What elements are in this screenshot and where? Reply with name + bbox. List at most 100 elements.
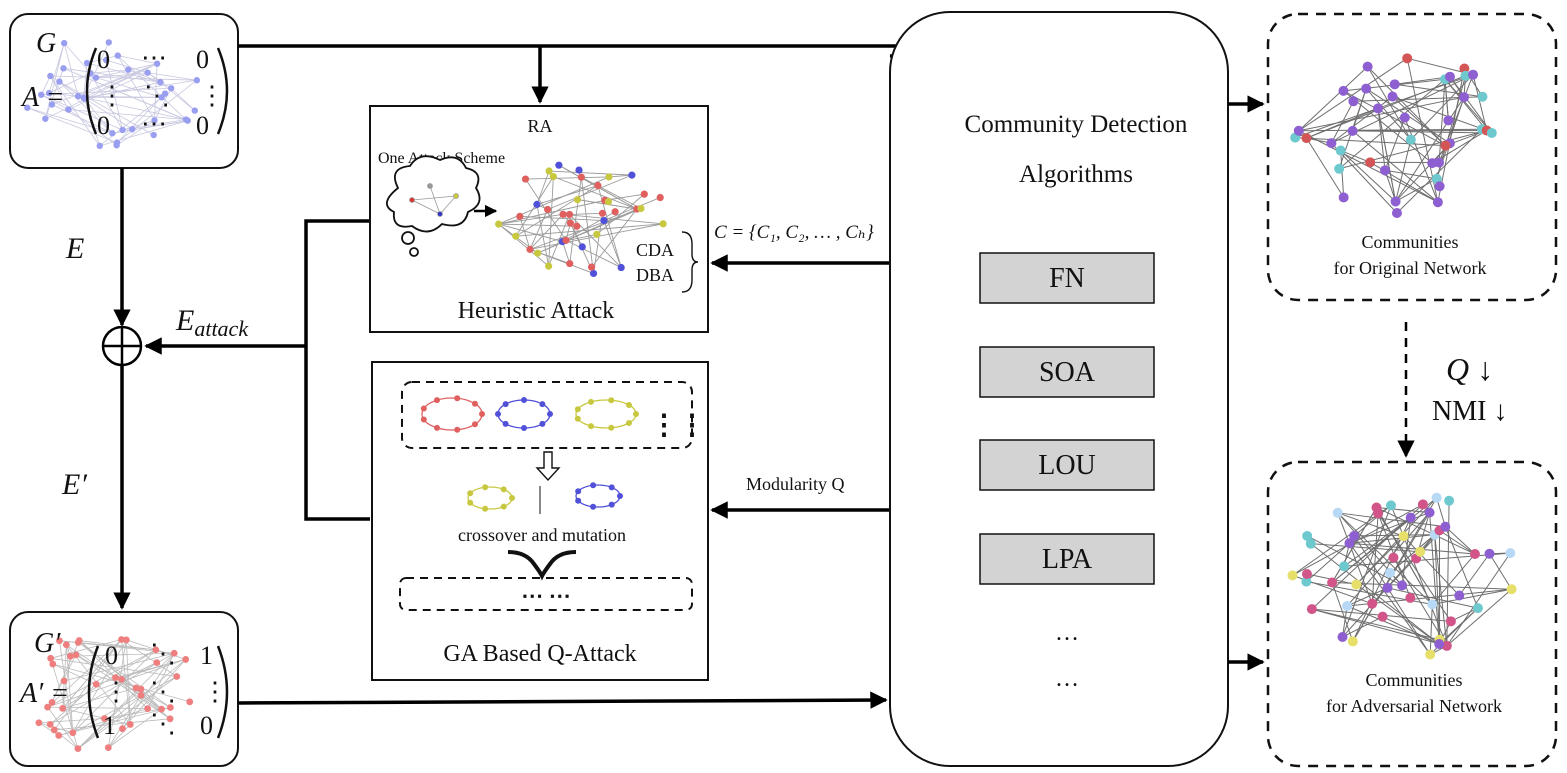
- network-node: [512, 232, 520, 240]
- network-node: [1432, 197, 1443, 208]
- network-node: [1348, 96, 1359, 107]
- adversarial-communities-line1: Communities: [1365, 670, 1462, 690]
- network-node: [35, 719, 43, 727]
- edge-set-label: E: [65, 232, 84, 265]
- random-attack-label: RA: [527, 116, 552, 136]
- network-node: [167, 85, 175, 92]
- network-node: [83, 59, 91, 67]
- network-node: [151, 117, 158, 124]
- network-node: [92, 680, 100, 688]
- original-matrix-cells: 0 ⋯ 0 ⋮ ⋱ ⋮ 0 ⋯ 0: [97, 43, 225, 140]
- network-node: [1344, 538, 1355, 549]
- network-node: [132, 684, 140, 692]
- merge-brace-icon: [507, 550, 577, 581]
- network-node: [577, 173, 585, 181]
- network-node: [1335, 145, 1346, 156]
- matrix-left-paren: [85, 47, 98, 135]
- detection-title-line1: Community Detection: [965, 111, 1188, 138]
- network-node: [640, 190, 648, 198]
- original-communities-graph: [1290, 53, 1497, 218]
- network-node: [72, 651, 80, 659]
- network-node: [526, 245, 534, 253]
- network-node: [1441, 640, 1452, 651]
- offspring-box: [399, 577, 693, 611]
- network-node: [101, 715, 108, 722]
- network-node: [1469, 549, 1480, 560]
- network-node: [1434, 181, 1445, 192]
- network-node: [50, 726, 58, 734]
- ga-attack-title: GA Based Q-Attack: [443, 641, 636, 667]
- matrix-cell: ⋱: [150, 709, 176, 738]
- matrix-cell: 0: [196, 45, 209, 74]
- matrix-cell: 1: [103, 711, 116, 740]
- attack-merge-bracket: [304, 219, 370, 521]
- population-box: [401, 381, 693, 449]
- network-node: [516, 212, 524, 220]
- matrix-cell: 1: [200, 641, 213, 670]
- network-node: [1362, 61, 1373, 72]
- network-node: [1472, 603, 1483, 614]
- network-node: [573, 222, 581, 230]
- matrix-cell: ⋮: [199, 81, 225, 110]
- network-node: [1339, 561, 1350, 572]
- algorithm-soa: SOA: [979, 346, 1155, 398]
- network-node: [600, 216, 608, 225]
- matrix-right-paren: [216, 645, 229, 739]
- network-node: [60, 39, 68, 47]
- matrix-cell: ⋮: [99, 81, 125, 110]
- network-node: [1431, 173, 1442, 184]
- network-node: [1477, 91, 1488, 102]
- network-node: [48, 698, 56, 706]
- network-node: [533, 200, 541, 209]
- network-node: [1405, 512, 1416, 523]
- matrix-left-paren: [87, 645, 100, 739]
- network-node: [1387, 91, 1398, 102]
- network-node: [1391, 207, 1402, 218]
- adversarial-communities-panel: Communities for Adversarial Network: [1266, 460, 1558, 768]
- network-node: [1434, 639, 1445, 650]
- network-node: [102, 56, 110, 64]
- network-node: [1440, 140, 1451, 151]
- network-node: [1444, 71, 1455, 82]
- network-node: [173, 673, 181, 680]
- network-node: [65, 106, 72, 113]
- matrix-cell: ⋱: [144, 81, 170, 110]
- network-node: [112, 674, 119, 682]
- network-node: [1425, 649, 1436, 660]
- adversarial-communities-graph: [1287, 492, 1517, 660]
- chromosome: [575, 482, 623, 510]
- network-node: [152, 646, 160, 654]
- network-node: [1382, 582, 1393, 593]
- detection-title-line2: Algorithms: [1019, 161, 1133, 188]
- network-node: [1367, 598, 1378, 609]
- network-node: [161, 90, 169, 97]
- network-node: [67, 652, 74, 660]
- network-node: [1454, 590, 1465, 601]
- network-node: [1380, 165, 1391, 176]
- network-node: [1301, 568, 1312, 579]
- network-node: [594, 181, 602, 190]
- network-node: [578, 243, 586, 251]
- network-node: [1337, 632, 1348, 643]
- heuristic-attack-graph: [495, 161, 667, 278]
- matrix-cell: ⋱: [150, 677, 176, 706]
- more-algorithms-2: …: [1055, 666, 1079, 692]
- network-node: [47, 654, 55, 662]
- network-node: [1385, 500, 1396, 511]
- matrix-cell: ⋱: [150, 639, 176, 668]
- chromosome: [467, 484, 515, 512]
- network-node: [126, 721, 134, 728]
- network-node: [153, 60, 161, 67]
- network-node: [49, 660, 57, 668]
- network-node: [170, 649, 178, 657]
- adversarial-matrix-cells: 0 ⋱ 1 ⋮ ⋱ ⋮ 1 ⋱ 0: [103, 639, 228, 740]
- network-node: [48, 101, 56, 108]
- network-node: [1342, 601, 1353, 612]
- network-node: [1444, 495, 1455, 506]
- communities-set-label: C = {C₁, C₂, … , Cₕ}: [714, 222, 874, 243]
- network-node: [1405, 592, 1416, 603]
- network-node: [1326, 138, 1337, 149]
- network-node: [1351, 579, 1362, 590]
- network-node: [1390, 196, 1401, 207]
- network-node: [1484, 548, 1495, 559]
